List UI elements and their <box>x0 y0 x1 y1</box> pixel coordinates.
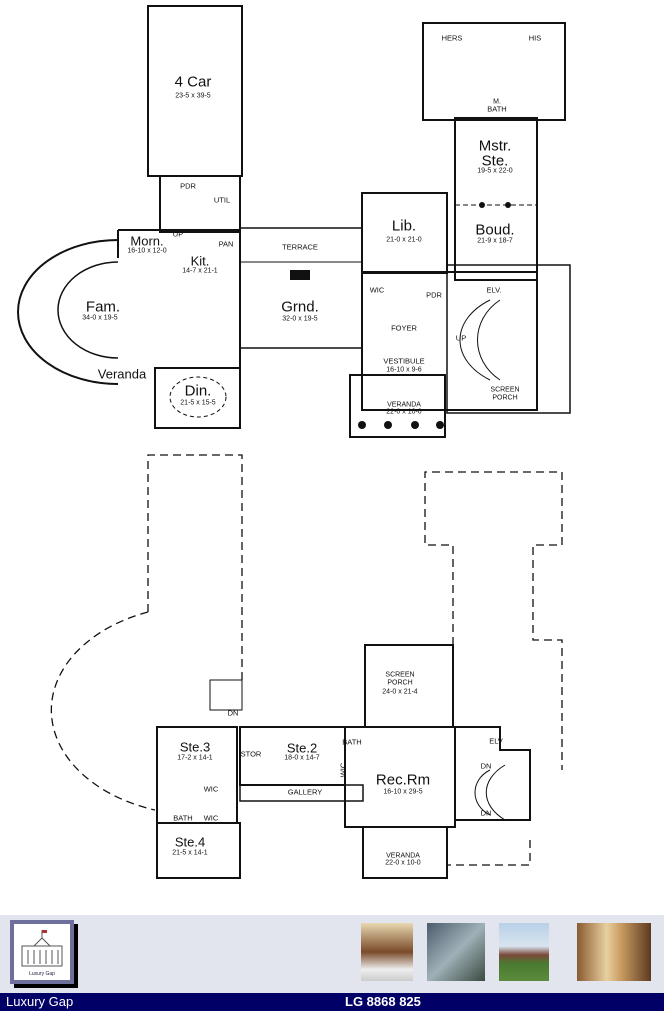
ste2-dims: 18-0 x 14-7 <box>284 754 320 762</box>
util-label: UTIL <box>213 195 231 205</box>
dining-table-outline <box>169 376 227 418</box>
lower-veranda-dims: 22-0 x 10-0 <box>385 859 421 867</box>
pdr-label: PDR <box>426 290 442 300</box>
library-label: Lib. <box>391 217 417 235</box>
kitchen-up-label: UP <box>172 229 184 239</box>
morning-label: Morn. <box>130 233 164 249</box>
lower-stair-curve <box>474 764 506 821</box>
plan-code: LG 8868 825 <box>345 994 421 1009</box>
pantry-label: PAN <box>218 239 234 249</box>
footer-bar: Luxury Gap LG 8868 825 <box>0 993 664 1011</box>
screen-porch-label-2: PORCH <box>492 394 518 402</box>
ste3-label: Ste.3 <box>179 739 211 755</box>
veranda-side-label: Veranda <box>97 366 147 382</box>
wic-a-label: WIC <box>203 784 219 794</box>
master-bath-walls <box>422 22 566 121</box>
dining-label: Din. <box>184 382 212 400</box>
stair-dn-b-label: DN <box>480 808 492 818</box>
boudoir-dims: 21-9 x 18-7 <box>477 237 513 245</box>
family-dims: 34-0 x 19-5 <box>82 314 118 322</box>
grand-dims: 32-0 x 19-5 <box>282 315 318 323</box>
kitchen-dims: 14-7 x 21-1 <box>182 267 218 275</box>
grand-label: Grnd. <box>281 298 319 316</box>
upper-outline-right <box>424 471 563 866</box>
his-label: HIS <box>528 33 542 43</box>
utility-walls <box>159 175 241 233</box>
boudoir-label: Boud. <box>475 221 515 239</box>
dining-walls <box>154 367 241 429</box>
footer-banner: Luxury Gap <box>0 915 664 993</box>
veranda-label: VERANDA <box>387 401 421 409</box>
foyer-label: FOYER <box>391 323 417 333</box>
stair-curve <box>459 299 501 381</box>
rec-room-label: Rec.Rm <box>375 771 431 789</box>
garage-dims: 23-5 x 39-5 <box>175 92 211 100</box>
wic-label: WIC <box>369 285 385 295</box>
porch-photo[interactable] <box>427 923 485 981</box>
master-suite-label-2: Ste. <box>481 152 509 170</box>
ste4-label: Ste.4 <box>174 834 206 850</box>
living-room-photo[interactable] <box>577 923 651 981</box>
white-house-icon <box>21 930 63 967</box>
ste4-dims: 21-5 x 14-1 <box>172 849 208 857</box>
terrace-label: TERRACE <box>282 242 318 252</box>
stair-down-label: DN <box>227 708 239 718</box>
ste3-dims: 17-2 x 14-1 <box>177 754 213 762</box>
family-label: Fam. <box>85 298 121 316</box>
logo-caption: Luxury Gap <box>29 971 55 977</box>
ste4-walls <box>156 822 241 879</box>
lower-veranda-walls <box>362 826 448 879</box>
storage-label: STOR <box>240 749 262 759</box>
dining-dims: 21-5 x 15-5 <box>180 399 216 407</box>
stair-up-label: UP <box>455 333 467 343</box>
bath-label: BATH <box>342 737 362 747</box>
master-suite-label-1: Mstr. <box>478 137 512 155</box>
wic-label: WIC <box>338 762 348 778</box>
front-entry-photo[interactable] <box>361 923 413 981</box>
veranda-walls <box>349 374 446 438</box>
gallery-label: GALLERY <box>287 787 323 797</box>
kitchen-label: Kit. <box>190 253 210 269</box>
bath-left-label: BATH <box>173 813 193 823</box>
master-suite-dims: 19-5 x 22-0 <box>477 167 513 175</box>
master-bath-label-2: BATH <box>487 104 507 114</box>
screen-porch-walls <box>446 264 571 414</box>
vestibule-label: VESTIBULE <box>383 356 425 366</box>
brand-name: Luxury Gap <box>6 994 74 1009</box>
luxury-gap-logo[interactable]: Luxury Gap <box>10 920 74 984</box>
family-arc-inner <box>57 261 119 359</box>
exterior-stair <box>209 679 243 711</box>
veranda-dims: 22-0 x 10-0 <box>386 408 422 416</box>
screen-porch-label-1: SCREEN <box>490 386 520 394</box>
pdr-upper-label: PDR <box>180 181 196 191</box>
wic-b-label: WIC <box>203 813 219 823</box>
vestibule-dims: 16-10 x 9-6 <box>386 366 422 374</box>
master-walls <box>454 117 538 281</box>
lower-screen-porch-dims: 24-0 x 21-4 <box>382 688 418 696</box>
family-arc-outer <box>17 239 119 385</box>
ste2-label: Ste.2 <box>286 740 318 756</box>
garage-label: 4 Car <box>174 73 212 91</box>
master-bath-label-1: M. <box>493 98 501 106</box>
lower-screen-porch-label-2: PORCH <box>387 679 413 687</box>
upper-outline-left <box>50 454 243 811</box>
stair-dn-a-label: DN <box>480 761 492 771</box>
morning-dims: 16-10 x 12-0 <box>127 247 167 255</box>
lower-veranda-label: VERANDA <box>386 852 420 860</box>
hers-label: HERS <box>441 33 463 43</box>
rec-room-dims: 16-10 x 29-5 <box>383 788 423 796</box>
exterior-photo[interactable] <box>499 923 549 981</box>
gallery-walls <box>239 784 364 802</box>
floor-plan-drawing <box>17 5 571 879</box>
elevator-label: ELV. <box>486 285 502 295</box>
lower-screen-porch-label-1: SCREEN <box>385 671 415 679</box>
foyer-block-walls <box>361 271 538 411</box>
garage-walls <box>147 5 243 177</box>
library-dims: 21-0 x 21-0 <box>386 236 422 244</box>
lower-stair-walls <box>455 726 531 821</box>
lower-elevator-label: ELV <box>489 736 503 746</box>
